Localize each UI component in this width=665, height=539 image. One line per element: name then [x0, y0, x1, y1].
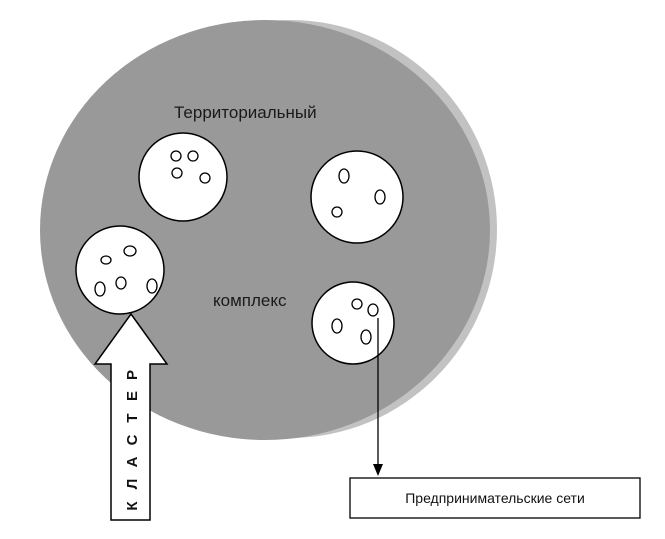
cluster-letter-3: Т	[124, 413, 141, 422]
cluster-arrow	[93, 312, 169, 521]
cluster-arrow-text: Р Е Т С А Л К	[124, 370, 141, 511]
enterprise-group-4	[311, 281, 395, 365]
connector-arrowhead	[373, 464, 383, 476]
cluster-letter-2: Е	[124, 391, 141, 401]
cluster-letter-5: А	[124, 456, 141, 467]
networks-box-label: Предпринимательские сети	[405, 490, 585, 506]
complex-label: комплекс	[213, 291, 287, 310]
networks-box	[349, 477, 641, 519]
territorial-label: Территориальный	[174, 103, 317, 122]
enterprise-group-2	[310, 150, 404, 244]
enterprise-group-3	[75, 225, 165, 315]
enterprise-group-1	[138, 132, 228, 222]
cluster-letter-7: К	[124, 501, 141, 511]
cluster-letter-1: Р	[124, 370, 141, 380]
cluster-letter-6: Л	[124, 479, 141, 490]
cluster-letter-4: С	[124, 434, 141, 445]
